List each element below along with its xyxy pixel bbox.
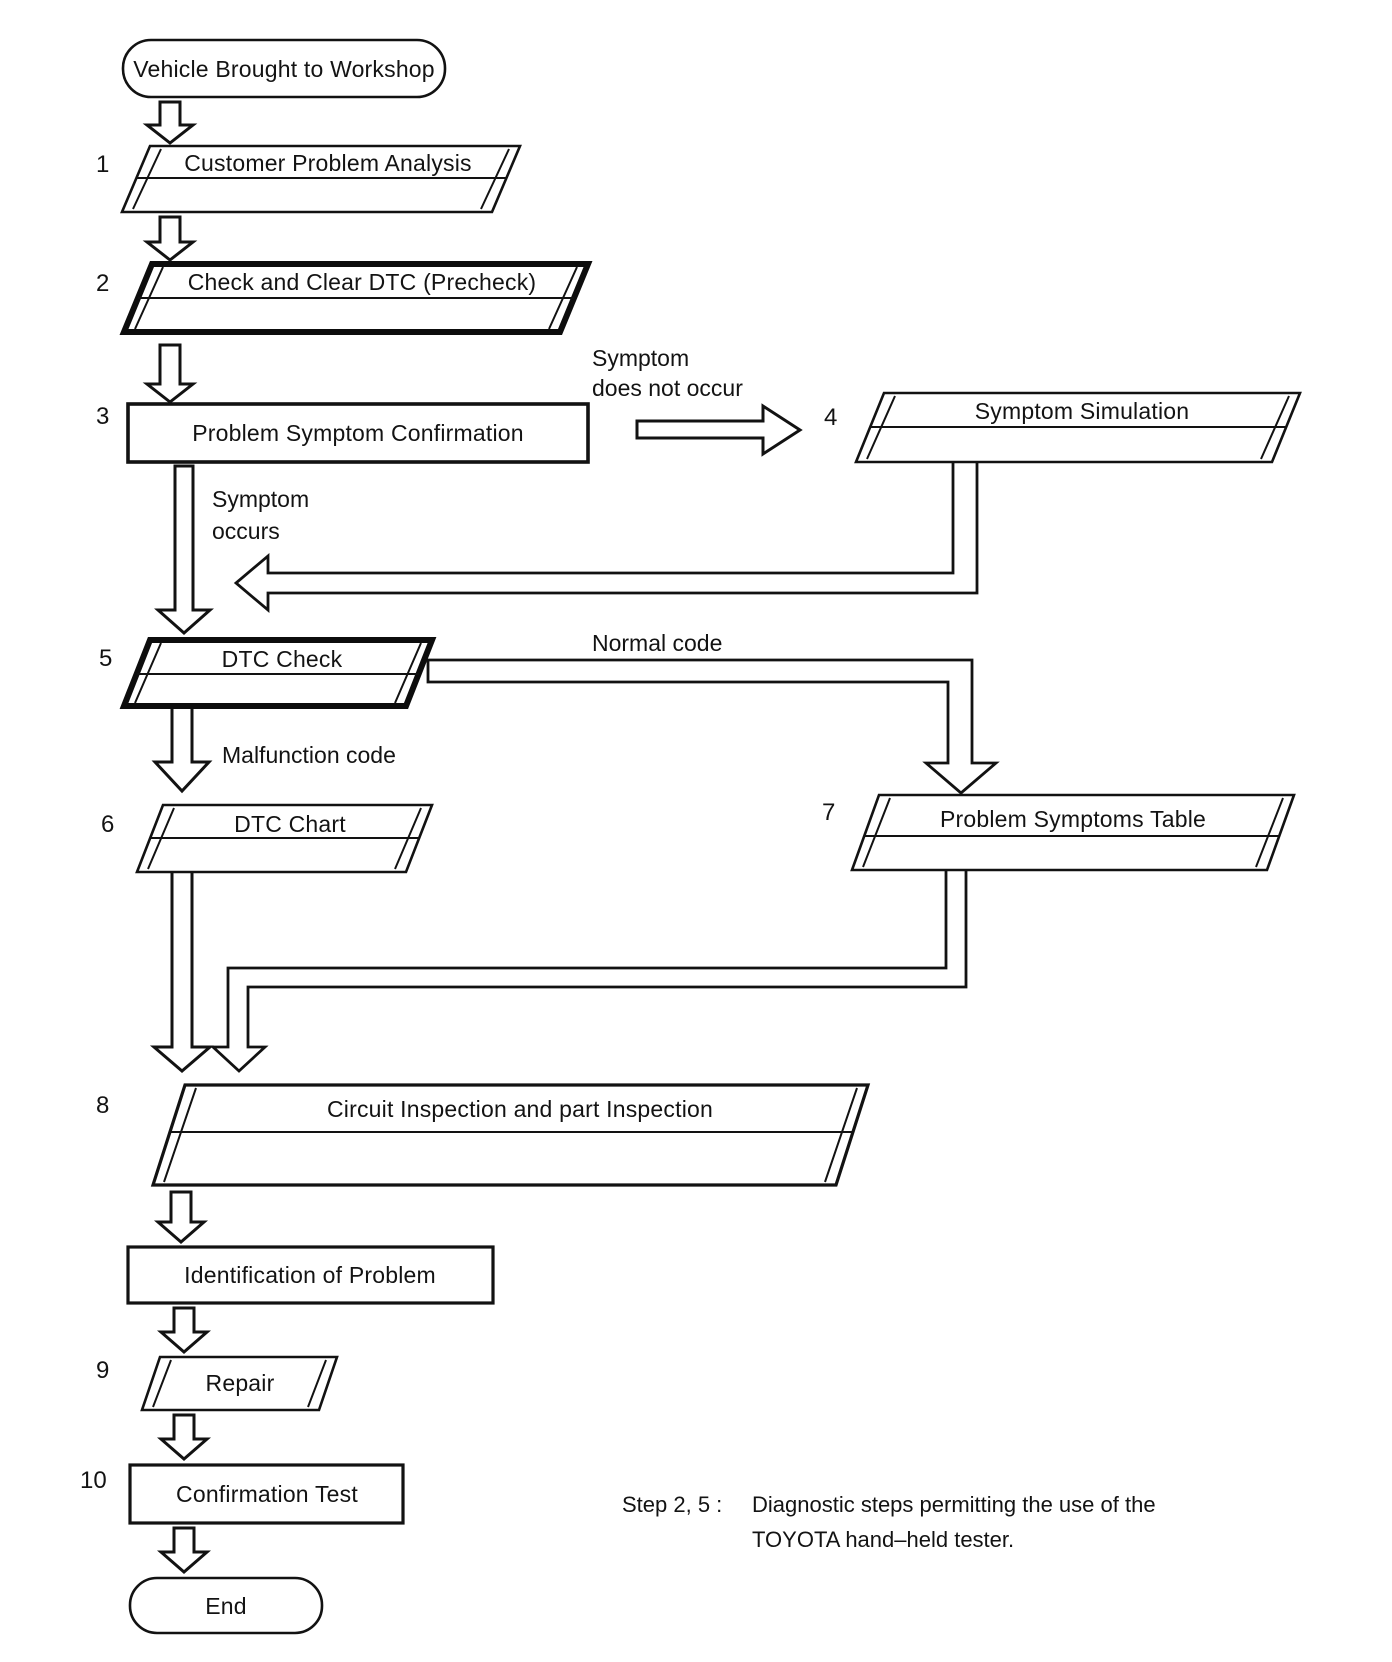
- end-node-label: End: [205, 1593, 247, 1619]
- step-8-node: 8 Circuit Inspection and part Inspection: [96, 1083, 871, 1187]
- pipe-step6-to-step8: [149, 868, 215, 1073]
- label-symptom-occurs-line2: occurs: [212, 518, 280, 544]
- start-node-shape: [121, 38, 447, 99]
- step-2-inner-edges: [134, 266, 578, 330]
- step-4-number: 4: [824, 404, 837, 431]
- step-5-node: 5 DTC Check: [99, 637, 437, 709]
- footnote: Step 2, 5 : Diagnostic steps permitting …: [622, 1492, 1156, 1552]
- step-10-number: 10: [80, 1467, 107, 1494]
- step-5-inner-edges: [134, 642, 422, 704]
- step-9-label: Repair: [206, 1370, 275, 1396]
- step-6-number: 6: [101, 811, 114, 838]
- identification-node: Identification of Problem: [126, 1245, 495, 1305]
- flow-arrow-identification-to-9: [156, 1306, 212, 1354]
- step-10-label: Confirmation Test: [176, 1481, 358, 1507]
- arrow-symptom-does-not-occur: [635, 403, 803, 457]
- step-8-number: 8: [96, 1092, 109, 1119]
- step-8-shape: [150, 1083, 871, 1187]
- pipe-step7-to-step8: [209, 866, 968, 1073]
- identification-shape: [126, 1245, 495, 1305]
- step-3-node: 3 Problem Symptom Confirmation: [96, 402, 590, 464]
- step-2-label: Check and Clear DTC (Precheck): [188, 269, 537, 295]
- label-symptom-does-not-occur: Symptom does not occur: [592, 345, 743, 401]
- step-10-node: 10 Confirmation Test: [80, 1463, 405, 1525]
- label-symptom-does-not-occur-line2: does not occur: [592, 375, 743, 401]
- label-symptom-occurs-line1: Symptom: [212, 486, 309, 512]
- identification-label: Identification of Problem: [184, 1262, 436, 1288]
- footnote-prefix: Step 2, 5 :: [622, 1492, 722, 1517]
- end-node-shape: [128, 1576, 324, 1635]
- step-1-label: Customer Problem Analysis: [184, 150, 472, 176]
- step-7-number: 7: [822, 799, 835, 826]
- label-symptom-occurs: Symptom occurs: [212, 486, 309, 544]
- end-node: End: [128, 1576, 324, 1635]
- step-7-shape: [850, 793, 1296, 872]
- flow-arrow-1-to-2: [142, 215, 198, 262]
- arrow-symptom-occurs: [154, 464, 214, 636]
- step-2-number: 2: [96, 270, 109, 297]
- step-3-label: Problem Symptom Confirmation: [192, 420, 524, 446]
- step-1-inner-edges: [132, 148, 510, 210]
- step-6-node: 6 DTC Chart: [101, 803, 434, 874]
- flow-arrow-10-to-end: [156, 1526, 212, 1574]
- footnote-line1: Diagnostic steps permitting the use of t…: [752, 1492, 1156, 1517]
- step-1-number: 1: [96, 151, 109, 178]
- pipe-step4-return: [233, 458, 979, 614]
- start-node: Vehicle Brought to Workshop: [121, 38, 447, 99]
- step-9-node: 9 Repair: [96, 1355, 339, 1412]
- step-4-node: 4 Symptom Simulation: [824, 391, 1302, 464]
- step-7-inner-edges: [862, 797, 1284, 868]
- step-8-label: Circuit Inspection and part Inspection: [327, 1096, 713, 1122]
- label-malfunction-code: Malfunction code: [222, 742, 396, 768]
- pipe-normal-code: [426, 658, 1000, 795]
- step-5-label: DTC Check: [222, 646, 343, 672]
- flow-arrow-8-to-identification: [153, 1190, 209, 1244]
- step-9-inner-edges: [152, 1359, 327, 1408]
- step-3-shape: [126, 402, 590, 464]
- flow-arrow-9-to-10: [156, 1413, 212, 1461]
- step-7-node: 7 Problem Symptoms Table: [822, 793, 1296, 872]
- footnote-line2: TOYOTA hand–held tester.: [752, 1527, 1014, 1552]
- step-10-shape: [128, 1463, 405, 1525]
- label-symptom-does-not-occur-line1: Symptom: [592, 345, 689, 371]
- step-4-inner-edges: [866, 395, 1290, 460]
- step-6-label: DTC Chart: [234, 811, 346, 837]
- step-9-shape: [140, 1355, 339, 1412]
- label-normal-code: Normal code: [592, 630, 722, 656]
- step-7-label: Problem Symptoms Table: [940, 806, 1206, 832]
- flow-arrow-2-to-3: [142, 343, 198, 404]
- step-6-inner-edges: [147, 807, 422, 870]
- step-1-node: 1 Customer Problem Analysis: [96, 144, 522, 214]
- arrow-malfunction-code: [151, 702, 213, 794]
- step-5-number: 5: [99, 645, 112, 672]
- step-2-node: 2 Check and Clear DTC (Precheck): [96, 261, 593, 335]
- start-node-label: Vehicle Brought to Workshop: [133, 56, 435, 82]
- flow-arrow-start-to-1: [142, 100, 198, 145]
- step-4-label: Symptom Simulation: [975, 398, 1190, 424]
- step-3-number: 3: [96, 403, 109, 430]
- step-9-number: 9: [96, 1357, 109, 1384]
- step-8-inner-edges: [163, 1087, 858, 1183]
